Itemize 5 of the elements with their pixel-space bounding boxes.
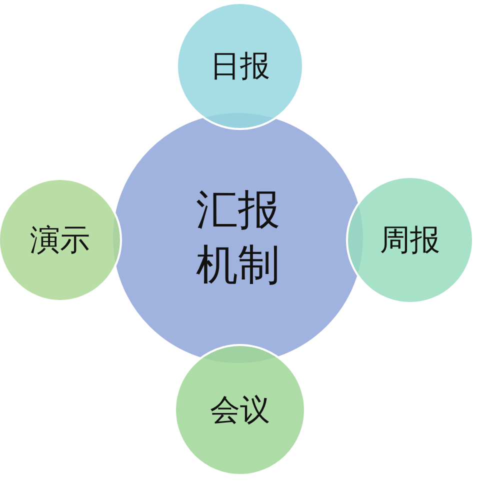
node-label: 演示 [30, 222, 90, 260]
node-label: 会议 [210, 392, 270, 430]
node-label: 日报 [210, 48, 270, 86]
node-label: 周报 [380, 222, 440, 260]
node-label: 汇报机制 [195, 184, 281, 291]
